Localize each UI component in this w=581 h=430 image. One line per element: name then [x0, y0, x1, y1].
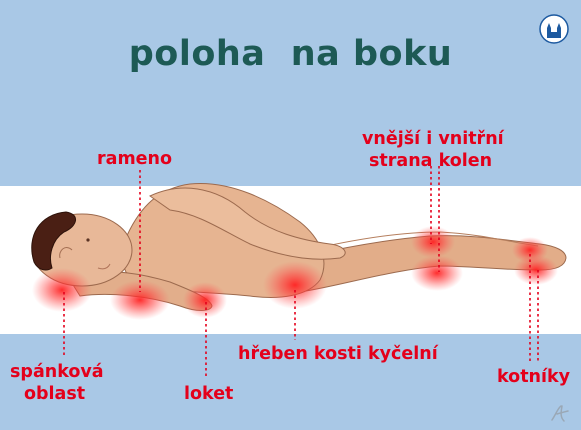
pressure-point-knee-lower [411, 255, 463, 291]
pressure-point-temple [32, 268, 92, 312]
label-knees-line2: strana kolen [369, 150, 492, 172]
page-title: poloha na boku [0, 34, 581, 74]
church-logo-icon [539, 14, 569, 44]
label-hip: hřeben kosti kyčelní [238, 343, 438, 365]
label-temple-line2: oblast [24, 383, 85, 405]
pressure-point-knee-upper [411, 226, 455, 258]
label-ankles: kotníky [497, 366, 570, 388]
signature-icon [548, 402, 572, 424]
pressure-point-ankle-lower [514, 255, 558, 285]
label-temple-line1: spánková [10, 361, 104, 383]
pressure-point-elbow [183, 282, 227, 318]
label-shoulder: rameno [97, 148, 172, 170]
label-knees-line1: vnější i vnitřní [362, 128, 504, 150]
label-elbow: loket [184, 383, 233, 405]
